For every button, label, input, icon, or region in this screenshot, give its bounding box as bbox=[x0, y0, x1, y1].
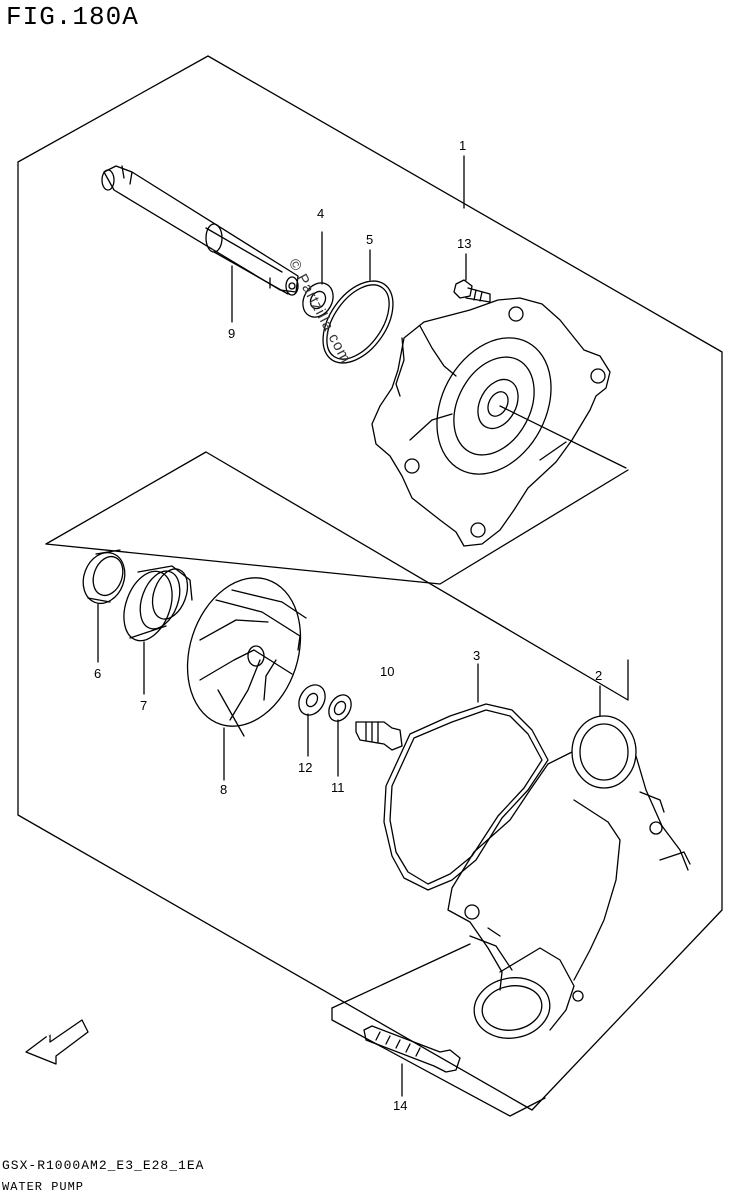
pump-cover-2 bbox=[447, 715, 691, 1039]
upper-group-bracket bbox=[45, 451, 629, 701]
callout-6: 6 bbox=[94, 666, 102, 681]
figure-name: WATER PUMP bbox=[2, 1180, 85, 1194]
figure-title: FIG.180A bbox=[6, 2, 139, 32]
callout-10: 10 bbox=[380, 664, 395, 679]
assembly-frame bbox=[17, 55, 723, 1111]
callout-3: 3 bbox=[473, 648, 481, 663]
callout-5: 5 bbox=[366, 232, 374, 247]
callout-1: 1 bbox=[459, 138, 467, 153]
bottom-group-bracket bbox=[331, 1007, 546, 1117]
callout-13: 13 bbox=[457, 236, 472, 251]
washer-12 bbox=[298, 684, 326, 716]
bolt-13 bbox=[453, 279, 491, 303]
bottom-group-line bbox=[331, 943, 471, 1009]
callout-14: 14 bbox=[393, 1098, 408, 1113]
callout-7: 7 bbox=[140, 698, 148, 713]
impeller-8 bbox=[186, 577, 307, 737]
callout-2: 2 bbox=[595, 668, 603, 683]
callout-11: 11 bbox=[331, 780, 345, 795]
bolt-14 bbox=[363, 1025, 461, 1073]
callout-12: 12 bbox=[298, 760, 313, 775]
callout-4: 4 bbox=[317, 206, 325, 221]
fwd-arrow-icon bbox=[25, 1019, 89, 1065]
washer-4 bbox=[302, 282, 334, 318]
bolt-10 bbox=[355, 721, 403, 751]
pump-shaft bbox=[101, 165, 299, 296]
leader-pump-axis bbox=[499, 405, 627, 469]
mechanical-seal-7 bbox=[123, 565, 193, 642]
lower-group-bracket bbox=[45, 469, 629, 585]
pump-case-1 bbox=[371, 297, 611, 547]
oil-seal-6 bbox=[82, 549, 126, 605]
figure-code: GSX-R1000AM2_E3_E28_1EA bbox=[2, 1158, 205, 1173]
callout-9: 9 bbox=[228, 326, 236, 341]
callout-8: 8 bbox=[220, 782, 228, 797]
gasket-3 bbox=[383, 703, 549, 891]
washer-11 bbox=[328, 694, 352, 722]
o-ring-5 bbox=[322, 280, 394, 364]
